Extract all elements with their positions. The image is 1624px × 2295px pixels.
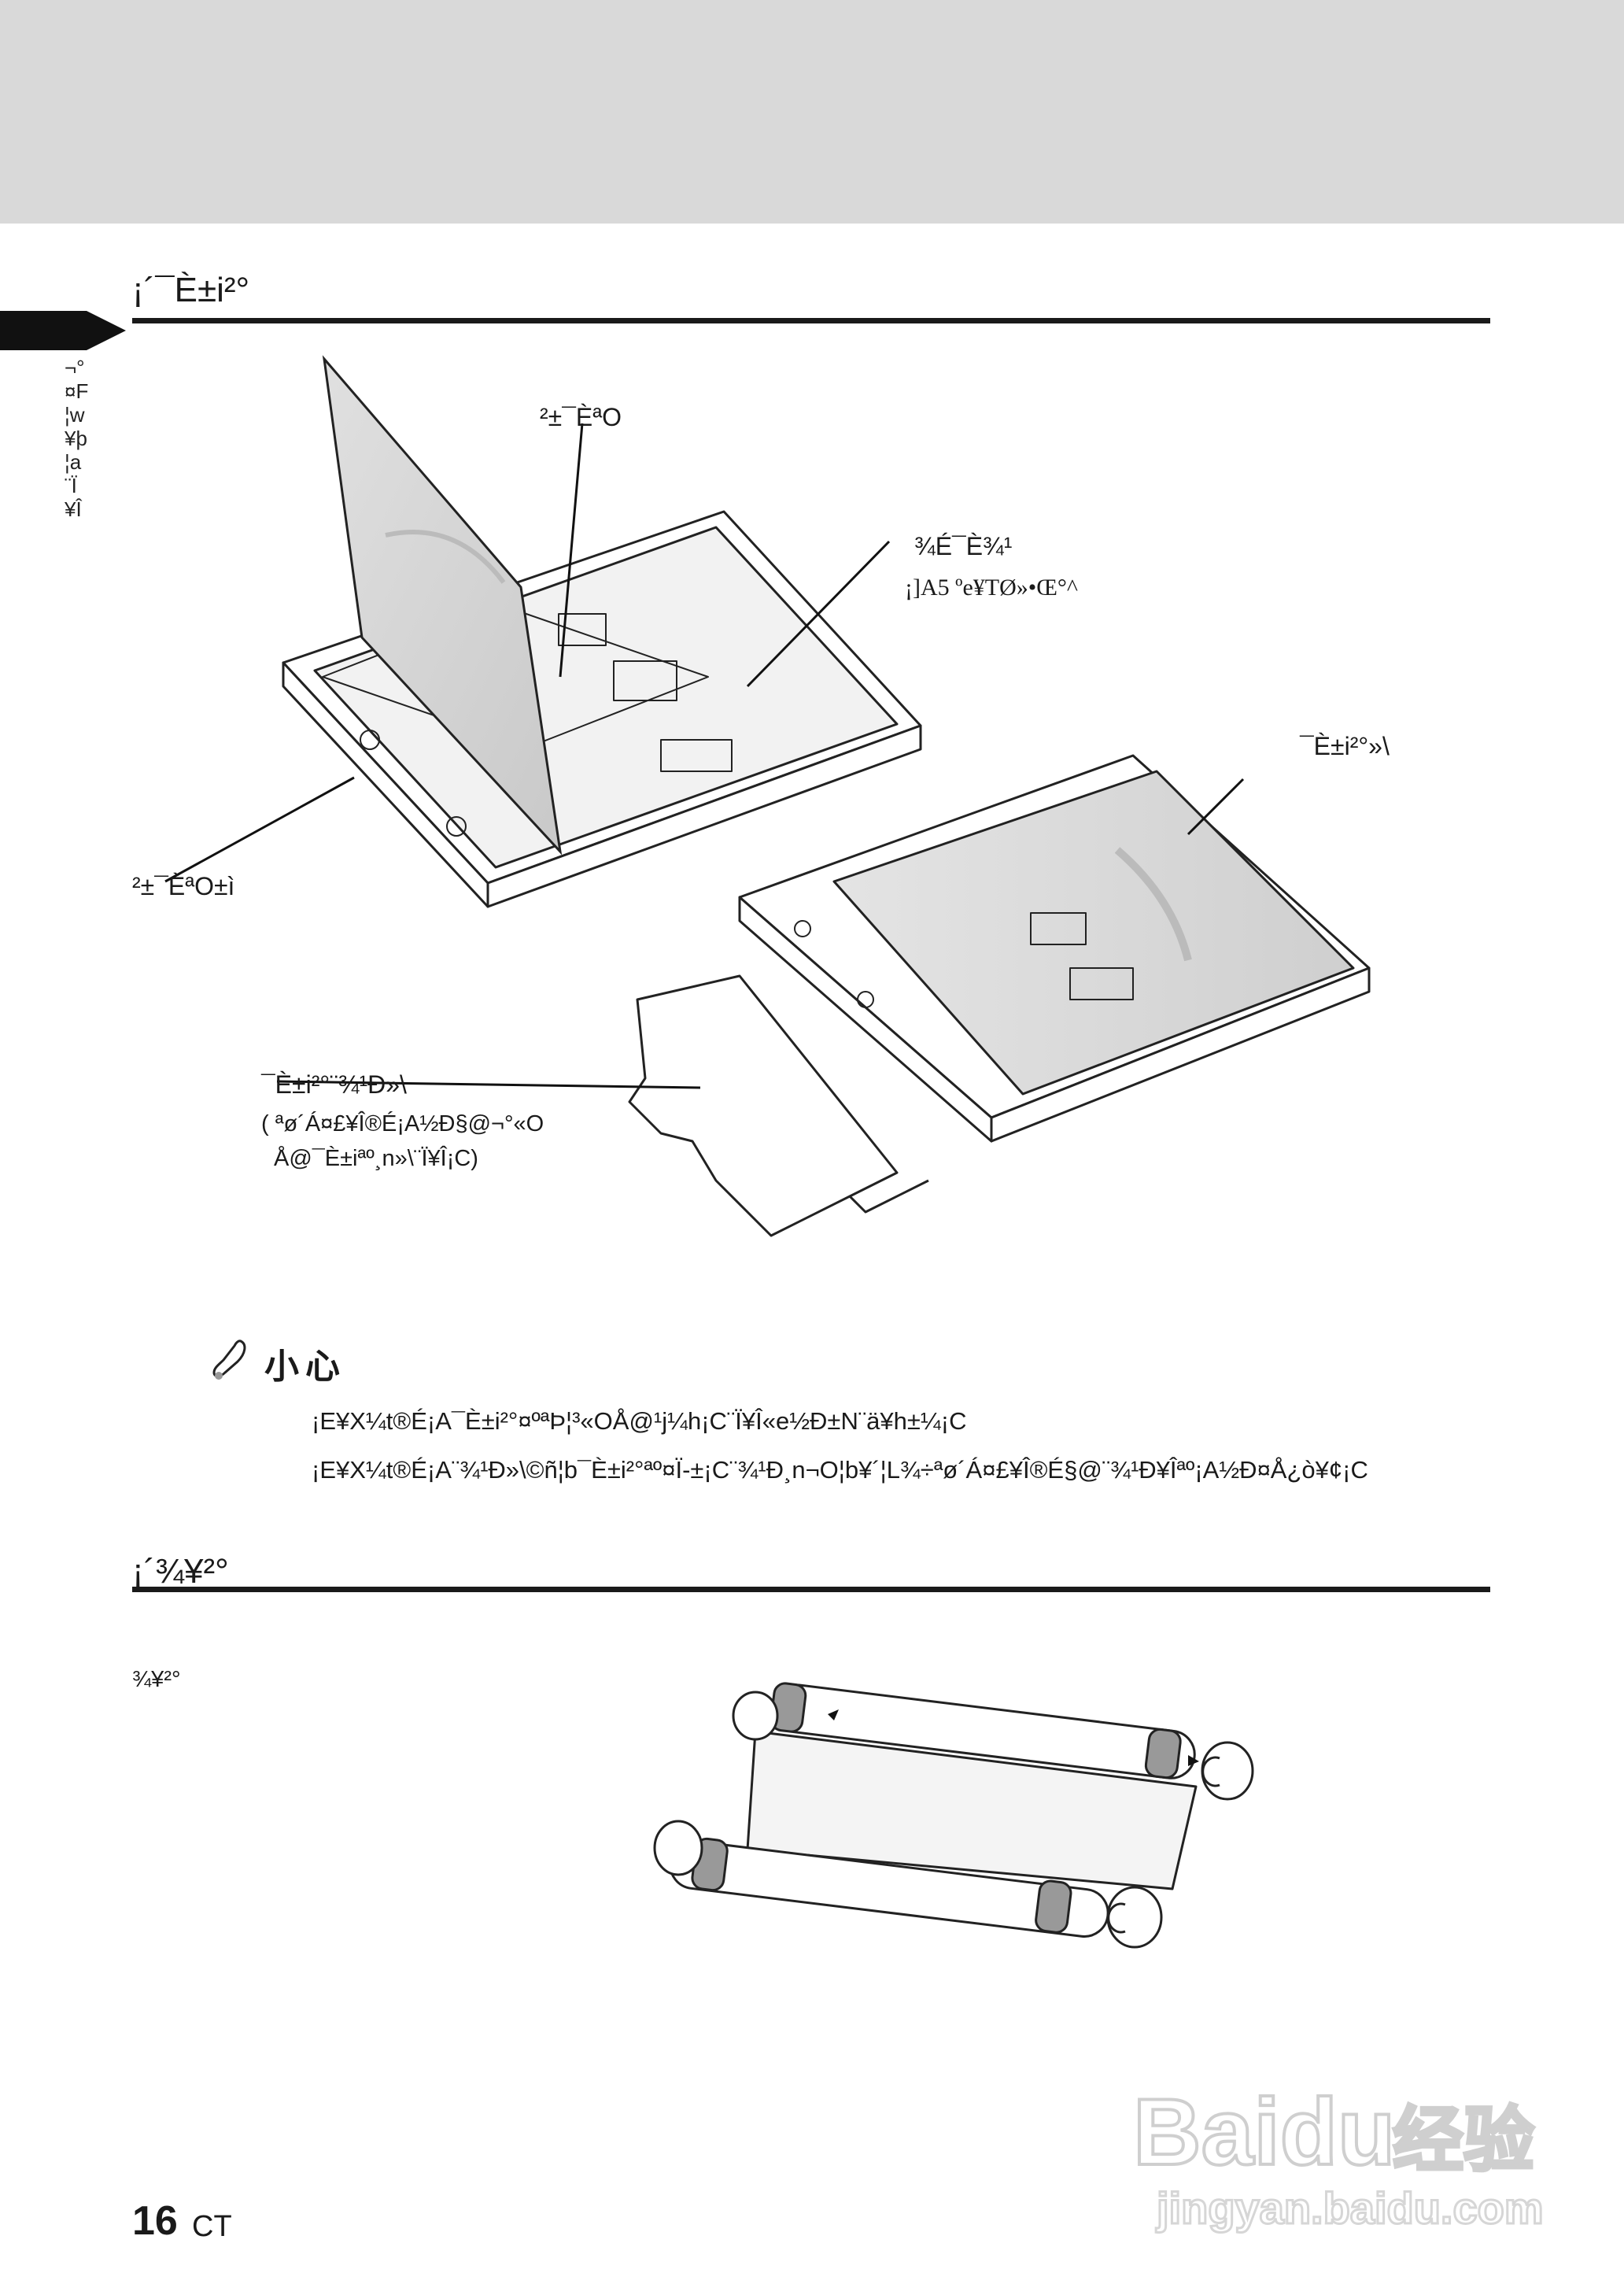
label-dust-lid-note-2: Å@¯È±iªº¸n»\¨Ï¥Î¡C)	[274, 1146, 478, 1171]
sidebar-char: ¬°	[65, 356, 85, 379]
sidebar-char: ¦a	[65, 450, 82, 474]
paper-tray-illustration	[164, 355, 1371, 1237]
header-band	[0, 0, 1624, 224]
side-tab-marker	[0, 311, 126, 350]
ink-ribbon-illustration	[653, 1682, 1254, 1949]
section-rule	[132, 318, 1490, 323]
section-rule	[132, 1587, 1490, 1592]
sidebar-char: ¨Ï	[65, 474, 77, 497]
label-clip-note: ¡]A5 ºe¥TØ»•Œ°^	[905, 575, 1079, 601]
sidebar-char: ¥Î	[65, 497, 82, 521]
label-dust-lid: ¯È±i²°¨¾¹Ð»\	[261, 1070, 407, 1099]
watermark-cn: 经验	[1393, 2099, 1534, 2182]
watermark-logo: Baidu 经验 jingyan.baidu.com	[1133, 2078, 1545, 2234]
section-title-paper-tray: ¡´¯È±i²°	[132, 271, 250, 309]
section-title-ribbon: ¡´¾¥²°	[132, 1552, 229, 1591]
caution-line: ¡E¥X¼t®É¡A¯È±i²°¤ºªÞ¦³«OÅ@¹j¼h¡C¨Ï¥Î«e½Ð…	[312, 1407, 967, 1435]
watermark-brand: Baidu	[1133, 2079, 1395, 2185]
sidebar-char: ¦w	[65, 403, 85, 427]
sidebar-vertical-text: ¬° ¤F ¦w ¥þ ¦a ¨Ï ¥Î	[65, 356, 96, 521]
sidebar-char: ¤F	[65, 379, 89, 403]
label-dust-lid-note-1: ( ªø´Á¤£¥Î®É¡A½Ð§@¬°«O	[261, 1111, 544, 1136]
page-suffix: CT	[192, 2210, 232, 2243]
label-cover-handle: ²±¯ÈªO±ì	[132, 872, 235, 900]
page-number: 16	[132, 2198, 178, 2244]
label-clip: ¾É¯È¾¹	[914, 532, 1013, 560]
ribbon-label: ¾¥²°	[132, 1667, 181, 1692]
caution-line: ¡E¥X¼t®É¡A¨¾¹Ð»\©ñ¦b¯È±i²°ªº¤Ï-±¡C¨¾¹Ð¸n…	[312, 1456, 1368, 1484]
label-cover: ²±¯ÈªO	[540, 403, 622, 431]
watermark-url: jingyan.baidu.com	[1156, 2183, 1544, 2233]
label-tray-body: ¯È±i²°»\	[1300, 732, 1390, 760]
caution-title: 小心	[264, 1347, 346, 1387]
caution-icon	[212, 1340, 246, 1380]
sidebar-char: ¥þ	[65, 427, 87, 450]
